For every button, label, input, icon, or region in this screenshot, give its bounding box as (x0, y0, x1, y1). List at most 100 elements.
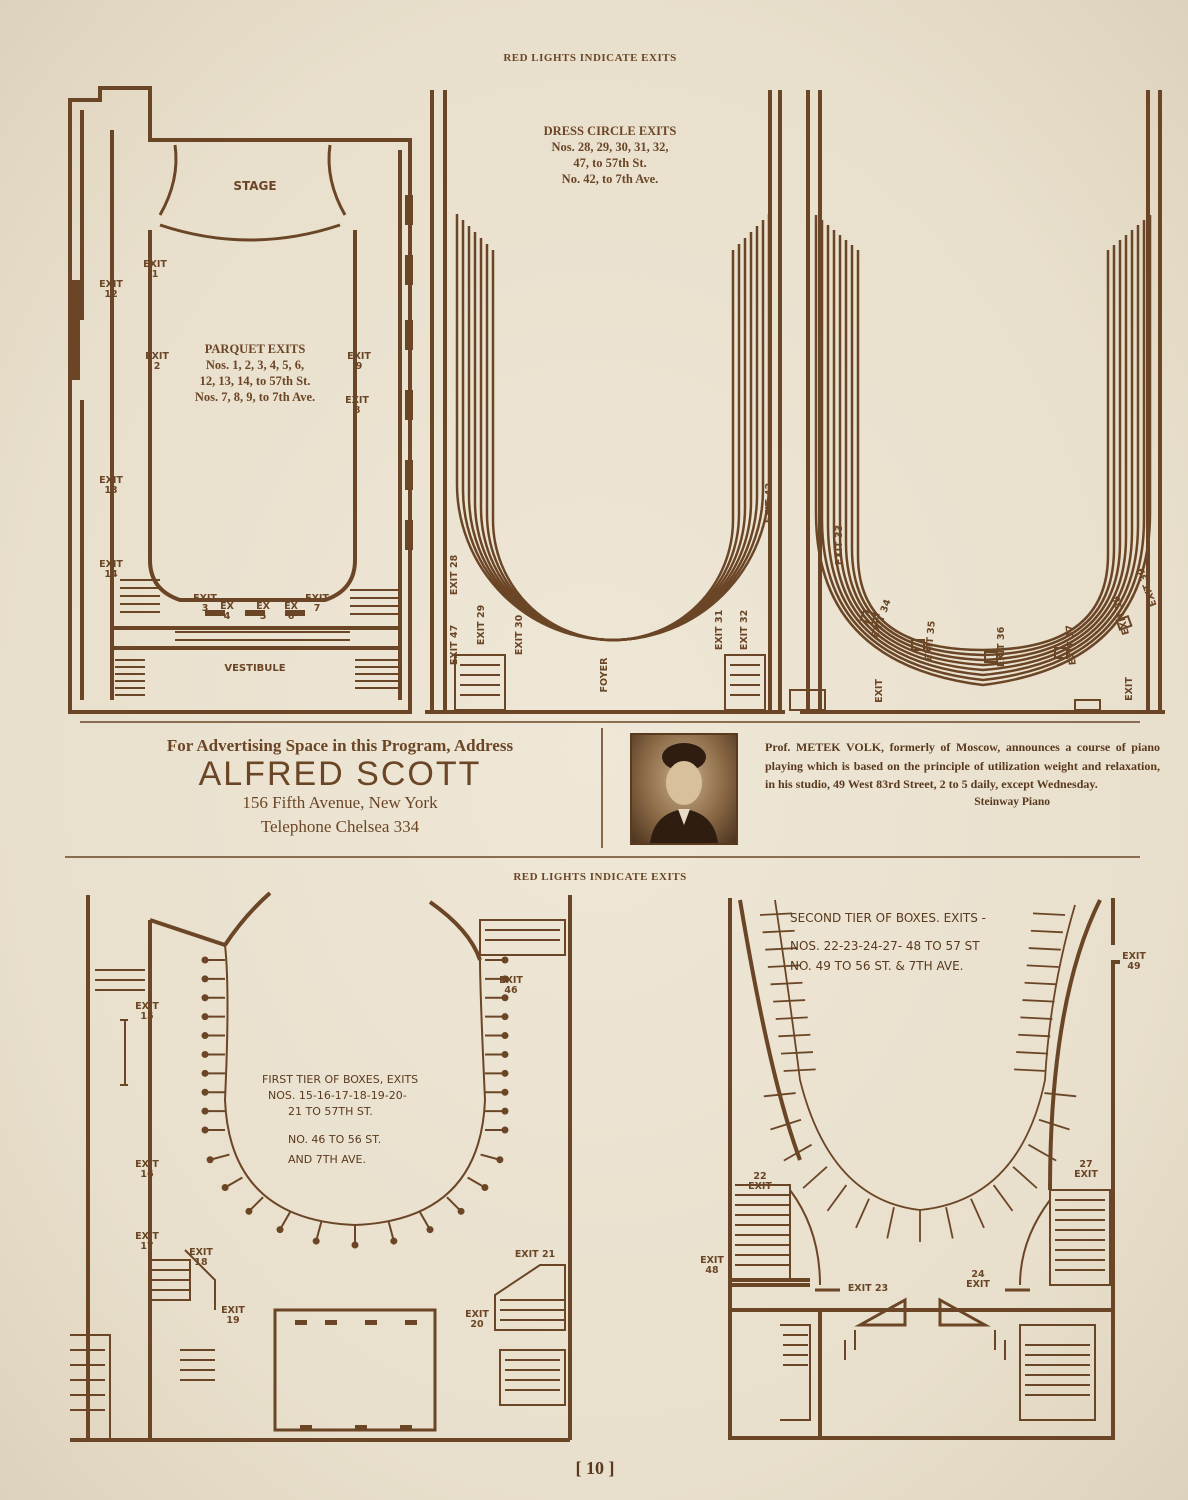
exit-27: 27 EXIT (1074, 1159, 1098, 1180)
first-tier-box-divider (226, 1176, 243, 1188)
first-tier-box-seat (501, 1069, 509, 1077)
first-tier-box-seat (201, 1050, 209, 1058)
first-tier-box-seat (501, 1032, 509, 1040)
second-tier-box-divider (770, 1118, 802, 1131)
second-tier-box-divider (783, 1143, 813, 1162)
second-tier-box-divider (945, 1206, 954, 1239)
exit-19: EXIT 19 (221, 1305, 245, 1326)
second-tier-box-divider (770, 981, 803, 986)
second-tier-box-divider (1022, 999, 1055, 1003)
first-tier-box-divider (211, 1153, 230, 1161)
second-tier-box-divider (1014, 1068, 1047, 1072)
first-tier-line3: 21 TO 57TH ST. (288, 1105, 373, 1118)
bottom-heading: RED LIGHTS INDICATE EXITS (513, 871, 687, 883)
top-heading: RED LIGHTS INDICATE EXITS (503, 52, 677, 64)
exit-24: 24 EXIT (966, 1269, 990, 1290)
dress-circle-line3: No. 42, to 7th Ave. (561, 172, 659, 186)
exit-17: EXIT 17 (135, 1231, 159, 1252)
piano-signature: Steinway Piano (974, 795, 1050, 808)
dress-circle-title: DRESS CIRCLE EXITS (543, 124, 677, 138)
second-tier-box-divider (1018, 1033, 1051, 1038)
first-tier-box-seat (426, 1226, 434, 1234)
second-tier-box-divider (780, 1051, 814, 1055)
first-tier-box-seat (201, 1069, 209, 1077)
balcony-row (832, 230, 1134, 672)
parquet-line2: 12, 13, 14, to 57th St. (199, 374, 311, 388)
second-tier-box-divider (775, 1016, 808, 1020)
second-tier-box-divider (1032, 912, 1066, 916)
second-tier-line2: NOS. 22-23-24-27- 48 TO 57 ST (790, 939, 980, 953)
exit-1: EXIT 1 (143, 259, 167, 280)
first-tier-box-seat (312, 1237, 320, 1245)
second-tier-box-divider (765, 947, 798, 951)
exit-9: EXIT 9 (347, 351, 371, 372)
first-tier-line2: NOS. 15-16-17-18-19-20- (268, 1089, 407, 1102)
balcony-row (850, 245, 1116, 657)
first-tier-box-divider (280, 1211, 291, 1229)
second-tier-box-divider (886, 1206, 895, 1239)
ad-telephone: Telephone Chelsea 334 (260, 817, 420, 837)
first-tier-box-seat (206, 1156, 214, 1164)
balcony-row (838, 235, 1128, 667)
exit-14: EXIT 14 (99, 559, 123, 580)
dress-circle-line1: Nos. 28, 29, 30, 31, 32, (551, 140, 669, 154)
page-number: [ 10 ] (575, 1458, 615, 1478)
vestibule-label: VESTIBULE (224, 663, 286, 674)
second-tier-box-divider (1020, 1016, 1053, 1020)
balcony-row (856, 250, 1110, 652)
second-tier-box-divider (992, 1184, 1014, 1212)
exit-46: EXIT 46 (499, 975, 523, 996)
first-tier-box-seat (201, 975, 209, 983)
exit-5: EX 5 (256, 601, 270, 622)
first-tier-box-seat (501, 975, 509, 983)
first-tier-line1: FIRST TIER OF BOXES, EXITS (262, 1073, 419, 1086)
balcony-row (820, 220, 1146, 682)
first-tier-line4: NO. 46 TO 56 ST. (288, 1133, 382, 1146)
exit-6: EX 6 (284, 601, 298, 622)
portrait-figure (650, 743, 718, 843)
first-tier-box-seat (481, 1184, 489, 1191)
exit-12: EXIT 12 (99, 279, 123, 300)
exit-22: 22 EXIT (748, 1171, 772, 1192)
second-tier-box-divider (759, 912, 793, 916)
first-tier-box-divider (315, 1221, 323, 1240)
stage-label: STAGE (233, 179, 277, 193)
first-tier-box-divider (249, 1196, 264, 1211)
first-tier-box-seat (501, 1107, 509, 1115)
exit-23: EXIT 23 (847, 1283, 889, 1294)
second-tier-box-divider (783, 1068, 816, 1072)
exit-49: EXIT 49 (1122, 951, 1146, 972)
second-tier-box-divider (778, 1033, 811, 1038)
first-tier-box-divider (419, 1211, 430, 1229)
second-tier-box-divider (773, 999, 806, 1003)
first-tier-box-seat (501, 956, 509, 964)
second-tier-box-divider (1016, 1051, 1049, 1055)
first-tier-box-seat (390, 1237, 398, 1245)
exit-18: EXIT 18 (189, 1247, 213, 1268)
first-tier-box-seat (245, 1207, 253, 1215)
exit-48: EXIT 48 (700, 1255, 724, 1276)
first-tier-box-divider (446, 1196, 461, 1211)
first-tier-box-divider (387, 1221, 395, 1240)
first-tier-box-seat (221, 1184, 229, 1191)
piano-lesson-notice: Prof. METEK VOLK, formerly of Moscow, an… (765, 738, 1160, 812)
piano-notice-text: Prof. METEK VOLK, formerly of Moscow, an… (765, 740, 1160, 792)
first-tier-box-seat (201, 1126, 209, 1134)
second-tier-box-divider (855, 1198, 870, 1229)
second-tier-box-divider (1024, 981, 1057, 986)
first-tier-box-seat (351, 1241, 359, 1249)
first-tier-box-seat (496, 1156, 504, 1164)
first-tier-box-seat (201, 956, 209, 964)
second-tier-line3: NO. 49 TO 56 ST. & 7TH AVE. (790, 959, 964, 973)
first-tier-box-divider (467, 1176, 484, 1188)
second-tier-box-divider (802, 1166, 828, 1189)
first-tier-box-seat (501, 1050, 509, 1058)
parquet-line1: Nos. 1, 2, 3, 4, 5, 6, (205, 358, 305, 372)
